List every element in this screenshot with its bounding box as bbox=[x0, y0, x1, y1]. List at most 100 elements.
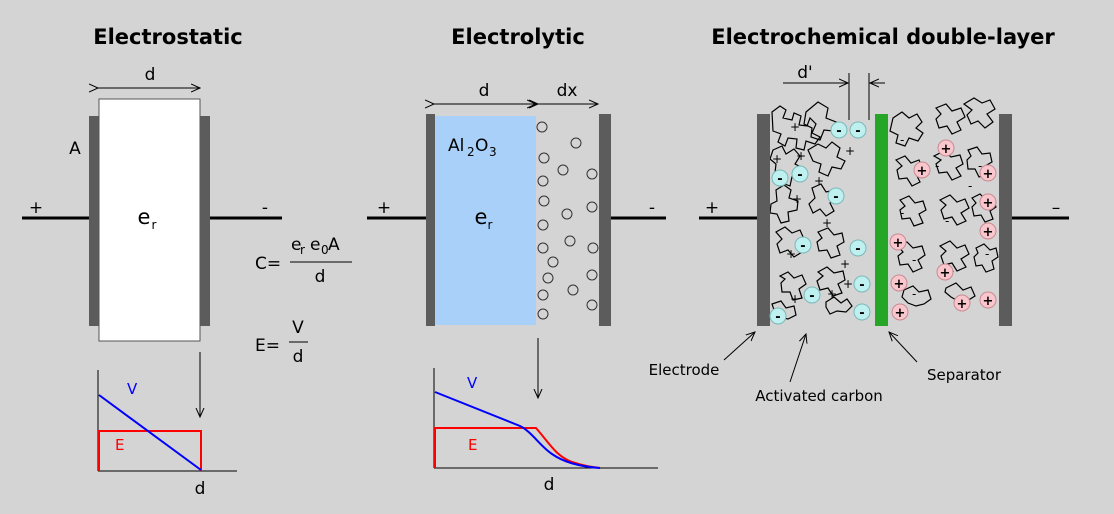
plate-right bbox=[200, 116, 210, 326]
electrolyte-ion bbox=[564, 235, 576, 247]
electrolyte-ion bbox=[570, 137, 582, 149]
electrode-right bbox=[999, 114, 1012, 326]
ion-sign: - bbox=[855, 124, 860, 139]
electrolytic-capacitor: d dx Al 2 O 3 e r + - bbox=[367, 81, 666, 398]
voltage-label: V bbox=[467, 374, 478, 392]
graph-x-label: d bbox=[195, 479, 206, 499]
ion-sign: + bbox=[983, 167, 994, 182]
dimension-d-label: d bbox=[145, 65, 156, 85]
electrode-pointer bbox=[723, 332, 755, 361]
carbon-particle bbox=[894, 155, 924, 187]
surface-charge: - bbox=[978, 159, 982, 173]
ion-sign: - bbox=[833, 190, 838, 205]
electrostatic-graph: V E d bbox=[97, 370, 237, 499]
electrolyte-ion bbox=[586, 168, 598, 180]
electrode-left bbox=[757, 114, 770, 326]
field-label: E bbox=[115, 436, 124, 454]
ion-sign: - bbox=[800, 239, 805, 254]
plate-left bbox=[89, 116, 99, 326]
anode-plate bbox=[426, 114, 435, 326]
surface-charge: + bbox=[843, 277, 853, 291]
cation: + bbox=[890, 274, 908, 292]
ion-sign: - bbox=[855, 242, 860, 257]
permittivity-symbol: e bbox=[138, 205, 151, 229]
carbon-label: Activated carbon bbox=[755, 387, 883, 405]
ion-body bbox=[979, 164, 997, 182]
ion-body bbox=[891, 303, 909, 321]
ion-body bbox=[803, 286, 821, 304]
ion-sign: + bbox=[895, 306, 906, 321]
cation: + bbox=[891, 303, 909, 321]
anion: - bbox=[794, 236, 812, 254]
surface-charge: + bbox=[772, 152, 782, 166]
ion-sign: + bbox=[917, 164, 928, 179]
electrostatic-capacitor: d A + - e r bbox=[22, 65, 282, 417]
ion-sign: - bbox=[777, 172, 782, 187]
field-label: E bbox=[468, 436, 477, 454]
carbon-particle bbox=[889, 111, 924, 147]
electrolyte-ion bbox=[537, 308, 549, 320]
carbon-pointer bbox=[789, 334, 806, 383]
formula-capacitance: C= e r e 0 A d bbox=[255, 235, 352, 287]
separator bbox=[875, 114, 888, 326]
carbon-particle bbox=[825, 296, 853, 315]
ion-sign: + bbox=[983, 294, 994, 309]
electrolyte-ions bbox=[536, 121, 599, 320]
formula-c-eps-r: e bbox=[291, 235, 301, 255]
formula-c-den: d bbox=[315, 267, 326, 287]
ion-sign: + bbox=[940, 266, 951, 281]
carbon-particle bbox=[935, 103, 966, 135]
permittivity-subscript: r bbox=[152, 218, 157, 232]
dielectric bbox=[98, 98, 201, 342]
electrolyte-ion bbox=[567, 284, 579, 296]
ion-body bbox=[979, 291, 997, 309]
ion-body bbox=[830, 121, 848, 139]
ion-body bbox=[913, 161, 931, 179]
electrolyte-ion bbox=[586, 201, 598, 213]
ion-body bbox=[771, 169, 789, 187]
carbon-particle bbox=[938, 240, 970, 272]
formula-c-lhs: C= bbox=[255, 254, 281, 274]
oxide-formula-o: O bbox=[475, 136, 488, 156]
permittivity-symbol: e bbox=[475, 205, 488, 229]
plus-sign: + bbox=[705, 198, 719, 218]
cation: + bbox=[936, 263, 954, 281]
electrolyte-ion bbox=[537, 175, 549, 187]
cation: + bbox=[889, 233, 907, 251]
area-label: A bbox=[69, 139, 81, 159]
surface-charge: + bbox=[790, 292, 800, 306]
electrolyte-ion bbox=[537, 289, 549, 301]
separator-label: Separator bbox=[927, 366, 1002, 384]
surface-charge: - bbox=[968, 179, 972, 193]
ion-body bbox=[890, 274, 908, 292]
formula-c-eps-0: e bbox=[310, 235, 320, 255]
cation: + bbox=[937, 139, 955, 157]
anion: - bbox=[791, 165, 809, 183]
ion-body bbox=[769, 307, 787, 325]
ion-body bbox=[889, 233, 907, 251]
oxide-formula-al: Al bbox=[448, 136, 464, 156]
oxide-layer bbox=[434, 116, 536, 325]
minus-sign: – bbox=[1052, 198, 1061, 218]
electrode-label: Electrode bbox=[649, 361, 720, 379]
electrolyte-ion bbox=[538, 152, 550, 164]
plus-sign: + bbox=[29, 198, 43, 218]
graph-x-label: d bbox=[544, 475, 555, 495]
dimension-d-label: d bbox=[479, 81, 490, 101]
carbon-particle bbox=[771, 105, 821, 151]
surface-charge: - bbox=[912, 287, 916, 301]
surface-charge: - bbox=[945, 214, 949, 228]
ion-sign: + bbox=[893, 236, 904, 251]
surface-charge: - bbox=[900, 206, 904, 220]
carbon-particle bbox=[897, 241, 926, 273]
carbon-particle bbox=[808, 183, 839, 217]
cations: + + + + + + + + + + + bbox=[889, 139, 997, 321]
electrolyte-ion bbox=[542, 272, 554, 284]
carbon-particle bbox=[932, 150, 964, 181]
anion: - bbox=[830, 121, 848, 139]
electrolytic-graph: V E d bbox=[433, 368, 658, 495]
formula-c-sub-0: 0 bbox=[321, 243, 329, 257]
separator-pointer bbox=[889, 332, 918, 363]
anion: - bbox=[803, 286, 821, 304]
title-electrolytic: Electrolytic bbox=[451, 25, 585, 49]
